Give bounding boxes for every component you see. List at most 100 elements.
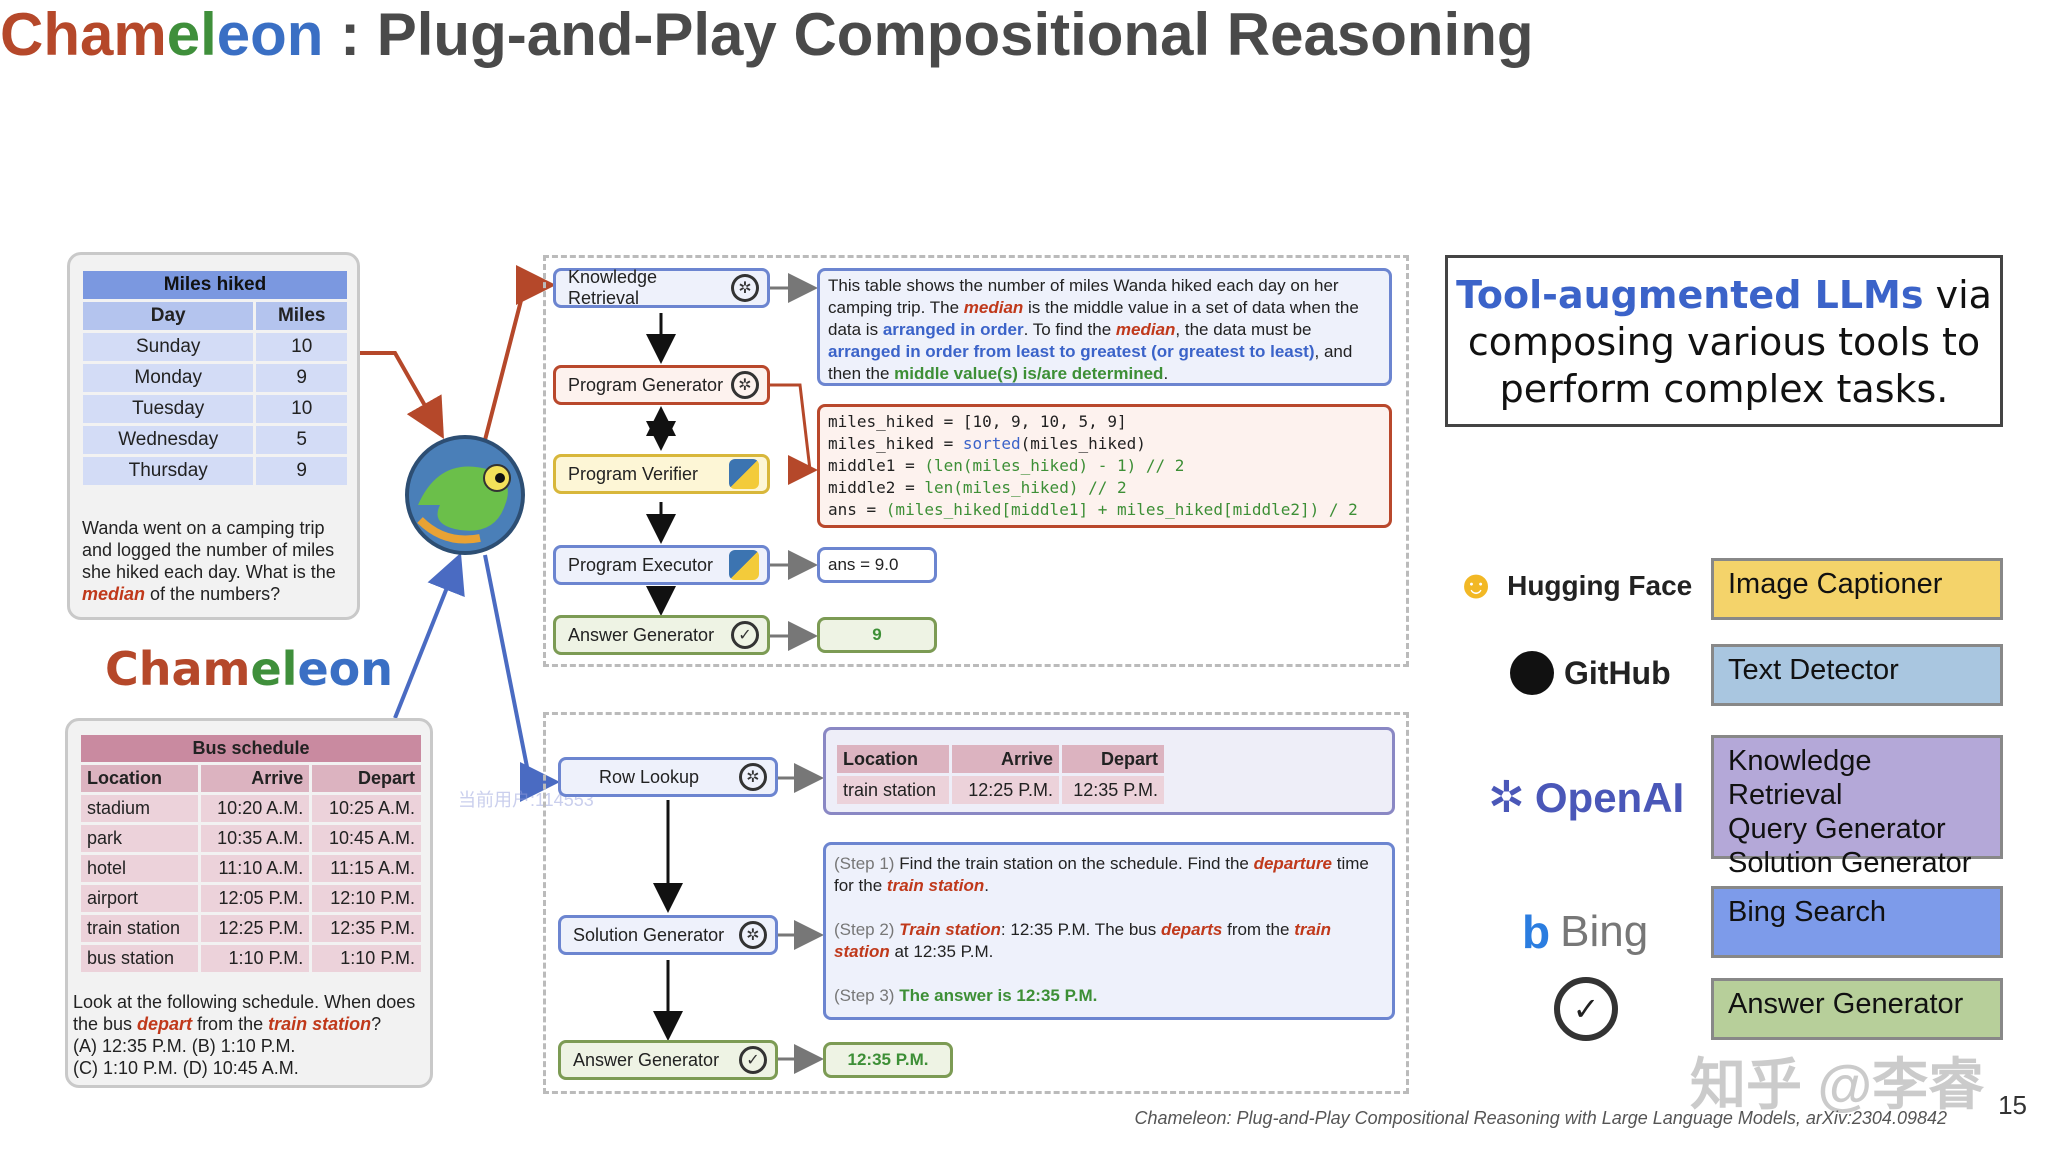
cell: Monday (83, 364, 254, 392)
module-label: Answer Generator (568, 624, 715, 645)
step-em: departure (1253, 854, 1333, 873)
cell: 5 (256, 426, 347, 454)
brand-label: GitHub (1564, 654, 1671, 691)
question-em: train station (268, 1014, 372, 1034)
step-label: (Step 1) (834, 854, 895, 873)
bus-header-arrive: Arrive (200, 765, 310, 792)
cell: stadium (81, 795, 198, 822)
tool-text-detector: Text Detector (1711, 644, 2003, 706)
module-row-lookup: Row Lookup✲ (558, 757, 778, 797)
step-label: (Step 3) (834, 986, 895, 1005)
answer-generator-icon: ✓ (1554, 977, 1618, 1041)
cell: 10 (256, 395, 347, 423)
knowledge-text: . (1163, 364, 1169, 383)
code-text: ans = (828, 500, 886, 519)
zhihu-watermark: 知乎 @李睿 (1690, 1053, 1985, 1116)
github-icon (1510, 651, 1554, 695)
code-text: middle1 = (828, 456, 925, 475)
knowledge-blue: arranged in order (882, 320, 1024, 339)
tool-bing-search: Bing Search (1711, 886, 2003, 958)
cell: Thursday (83, 457, 254, 485)
step-em: train station (886, 876, 985, 895)
cell: 12:05 P.M. (200, 885, 310, 912)
step-text: . (984, 876, 989, 895)
cell: airport (81, 885, 198, 912)
code-green: len(miles_hiked) // 2 (924, 478, 1127, 497)
answer-output-2: 12:35 P.M. (823, 1042, 953, 1078)
cell: 11:10 A.M. (200, 855, 310, 882)
cell: 9 (256, 364, 347, 392)
miles-caption: Miles hiked (83, 271, 347, 299)
step-label: (Step 2) (834, 920, 895, 939)
module-answer-generator-1: Answer Generator✓ (553, 615, 770, 655)
slide-title: Chameleon : Plug-and-Play Compositional … (0, 0, 2067, 69)
cell: bus station (81, 945, 198, 972)
chameleon-label-part: el (250, 642, 298, 696)
knowledge-text: . To find the (1023, 320, 1116, 339)
code-text: (miles_hiked) (1020, 434, 1146, 453)
cell: 10:35 A.M. (200, 825, 310, 852)
cell: train station (81, 915, 198, 942)
module-knowledge-retrieval: Knowledge Retrieval ✲ (553, 267, 770, 308)
question-text: Wanda went on a camping trip and logged … (82, 518, 336, 582)
hugging-face-icon: ☻ (1455, 563, 1498, 607)
step-3: (Step 3) The answer is 12:35 P.M. (834, 985, 1384, 1007)
citation-caption: Chameleon: Plug-and-Play Compositional R… (1134, 1108, 1947, 1128)
module-label: Program Generator (568, 374, 724, 395)
code-line: middle1 = (len(miles_hiked) - 1) // 2 (828, 455, 1381, 477)
knowledge-blue: arranged in order from least to greatest… (828, 342, 1315, 361)
note-text: perform complex tasks. (1499, 367, 1949, 411)
bus-question: Look at the following schedule. When doe… (73, 991, 431, 1079)
hugging-face-brand: ☻Hugging Face (1455, 563, 1692, 608)
module-label: Knowledge Retrieval (568, 267, 658, 308)
lookup-header: Arrive (952, 745, 1059, 773)
module-solution-generator: Solution Generator ✲ (558, 915, 778, 955)
openai-icon: ✲ (731, 274, 759, 302)
code-fn: sorted (962, 434, 1021, 453)
code-green: (miles_hiked[middle1] + miles_hiked[midd… (885, 500, 1358, 519)
module-label: Program Executor (568, 554, 714, 575)
cell: 10:20 A.M. (200, 795, 310, 822)
module-program-verifier: Program Verifier (553, 454, 770, 494)
program-code-output: miles_hiked = [10, 9, 10, 5, 9]miles_hik… (817, 404, 1392, 528)
bus-header-location: Location (81, 765, 198, 792)
module-label: Solution Generator (573, 924, 725, 945)
code-text: miles_hiked = (828, 434, 963, 453)
cell: 10:25 A.M. (312, 795, 421, 822)
code-line: miles_hiked = sorted(miles_hiked) (828, 433, 1381, 455)
cell: 10:45 A.M. (312, 825, 421, 852)
bing-icon: b (1522, 906, 1551, 958)
question-text: Look at the following schedule. When doe… (73, 992, 416, 1034)
bus-header-depart: Depart (312, 765, 421, 792)
tool-solution-generator: Solution Generator (1728, 847, 1972, 879)
cell: Sunday (83, 333, 254, 361)
lookup-header: Depart (1062, 745, 1164, 773)
openai-icon: ✲ (739, 921, 767, 949)
code-line: miles_hiked = [10, 9, 10, 5, 9] (828, 411, 1381, 433)
note-highlight: Tool-augmented LLMs (1456, 273, 1924, 317)
title-cham: Cham (0, 1, 167, 68)
brand-label: OpenAI (1534, 773, 1685, 821)
note-box: Tool-augmented LLMs via composing variou… (1445, 255, 2003, 427)
openai-brand: ✲OpenAI (1488, 772, 1684, 823)
code-line: ans = (miles_hiked[middle1] + miles_hike… (828, 499, 1381, 521)
chameleon-label-part: Cham (105, 642, 251, 696)
tool-answer-generator: Answer Generator (1711, 978, 2003, 1040)
module-program-executor: Program Executor (553, 545, 770, 585)
cell: 12:35 P.M. (1062, 776, 1164, 804)
knowledge-text: is the middle value in a set of data whe… (828, 298, 1359, 339)
cell: Wednesday (83, 426, 254, 454)
